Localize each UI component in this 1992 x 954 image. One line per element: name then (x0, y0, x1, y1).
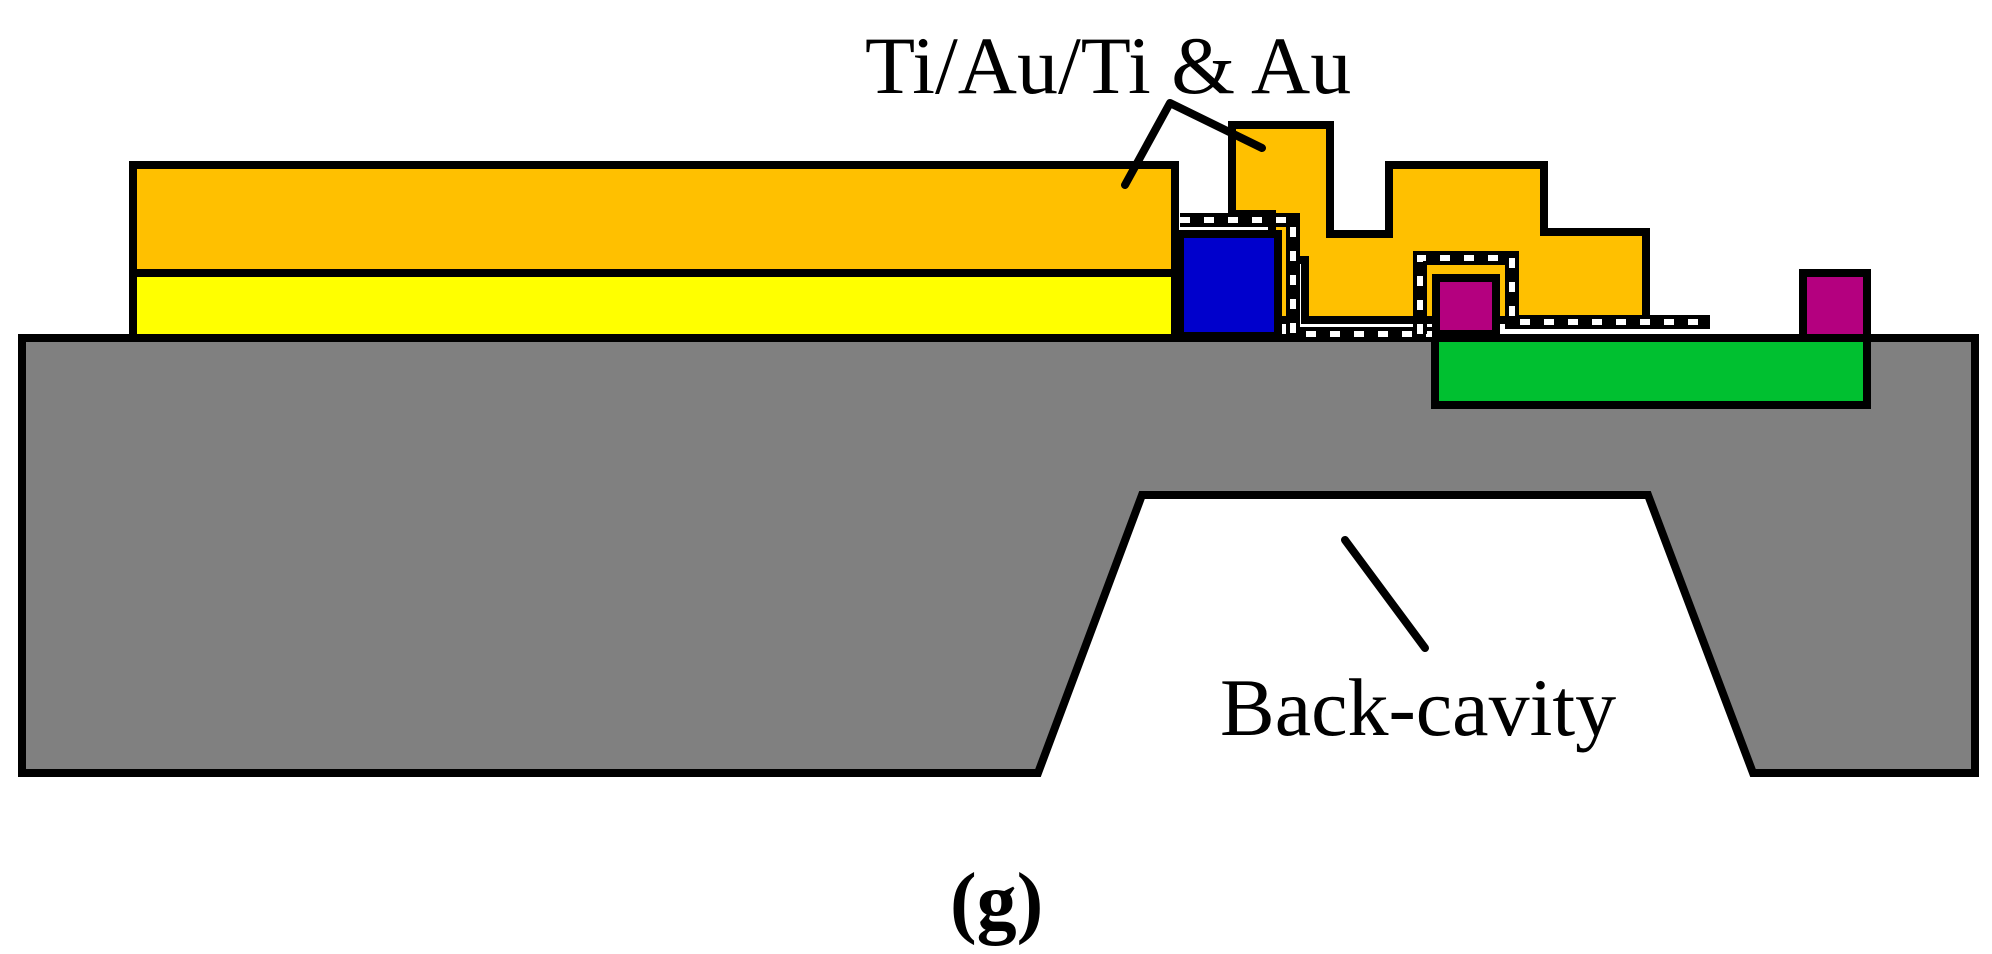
back-cavity-label: Back-cavity (1220, 662, 1616, 753)
dielectric-dashed-left-dash (1180, 217, 1440, 337)
metal-layer-left (129, 161, 1179, 277)
metal-label-leader (1121, 99, 1266, 189)
magenta-pad-right (1799, 269, 1871, 342)
yellow-layer (129, 269, 1179, 342)
blue-block (1176, 230, 1282, 340)
dielectric-dashed-pad-dash (1417, 255, 1710, 334)
panel-label: (g) (950, 858, 1043, 946)
back-cavity-leader (1341, 536, 1429, 652)
green-region (1431, 334, 1871, 409)
metal-layers-label: Ti/Au/Ti & Au (865, 20, 1351, 111)
magenta-pad-left (1432, 274, 1500, 338)
substrate (18, 334, 1979, 777)
